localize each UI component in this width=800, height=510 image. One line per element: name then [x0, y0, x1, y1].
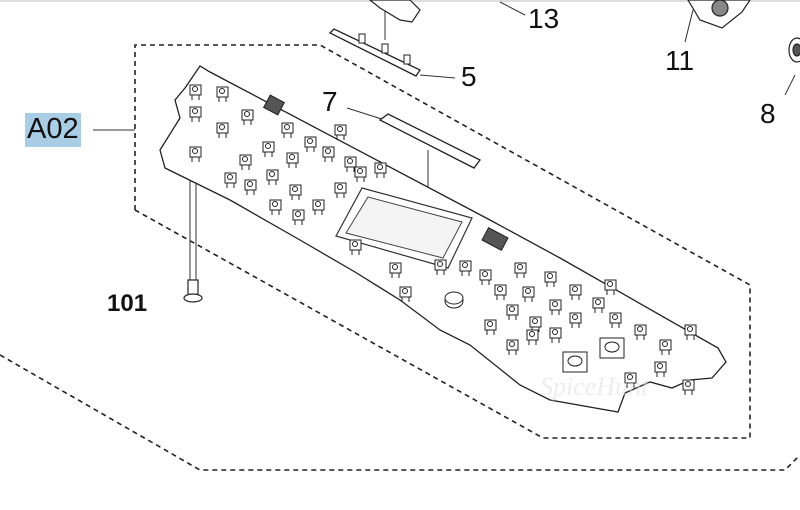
tact-switch: [354, 166, 367, 182]
tact-switch: [334, 124, 347, 140]
tact-switch: [304, 136, 317, 152]
callout-101: 101: [107, 290, 148, 317]
tact-switch: [312, 199, 325, 215]
leader-13: [499, 1, 526, 16]
tact-switch: [494, 284, 507, 300]
part-5-pins: [358, 33, 411, 65]
tact-switch: [609, 312, 622, 328]
tact-switch: [266, 169, 279, 185]
tact-switch: [624, 372, 637, 388]
tact-switch: [654, 361, 667, 377]
tact-switch: [262, 141, 275, 157]
tact-switch: [281, 122, 294, 138]
tact-switches: [189, 84, 697, 395]
tact-switch: [289, 184, 302, 200]
tact-switch: [569, 284, 582, 300]
tact-switch: [374, 162, 387, 178]
tact-switch: [592, 297, 605, 313]
part-7-lens: [378, 113, 481, 169]
tact-switch: [434, 259, 447, 275]
leader-8: [784, 74, 796, 96]
tact-switch: [239, 154, 252, 170]
tact-switch: [479, 269, 492, 285]
tact-switch: [292, 209, 305, 225]
tact-switch: [389, 262, 402, 278]
tact-switch: [526, 329, 539, 345]
assembly-callout-a02: A02: [25, 113, 81, 147]
tact-switch: [349, 239, 362, 255]
tact-switch: [241, 109, 254, 125]
callout-8: 8: [760, 98, 776, 129]
tact-switch: [514, 262, 527, 278]
tact-switch: [549, 299, 562, 315]
tact-switch: [344, 156, 357, 172]
lcd-window: [345, 196, 463, 259]
tact-switch: [189, 84, 202, 100]
tact-switch: [334, 182, 347, 198]
tact-switch: [569, 312, 582, 328]
part-8-knob: [788, 37, 800, 63]
callout-5: 5: [461, 61, 477, 92]
tact-switch: [659, 339, 672, 355]
large-switch: [562, 351, 588, 373]
tact-switch: [244, 179, 257, 195]
screw-101: [183, 279, 203, 303]
tact-switch: [189, 146, 202, 162]
tact-switch: [604, 279, 617, 295]
tact-switch: [484, 319, 497, 335]
tact-switch: [216, 122, 229, 138]
leader-7: [346, 107, 386, 121]
tact-switch: [189, 106, 202, 122]
tact-switch: [216, 86, 229, 102]
callout-13: 13: [528, 3, 560, 34]
tact-switch: [684, 324, 697, 340]
tact-switch: [224, 172, 237, 188]
tact-switch: [399, 286, 412, 302]
leader-5: [419, 74, 456, 79]
buzzer: [444, 291, 464, 309]
part-11-speaker: [687, 0, 751, 29]
tact-switch: [544, 271, 557, 287]
part-13-piece: [369, 0, 421, 23]
tact-switch: [682, 379, 695, 395]
tact-switch: [286, 152, 299, 168]
large-switch: [599, 337, 625, 359]
tact-switch: [459, 260, 472, 276]
part-5-bracket: [328, 28, 421, 77]
tact-switch: [506, 304, 519, 320]
tact-switch: [322, 146, 335, 162]
lcd-display: [335, 187, 473, 269]
assembly-boundary: [134, 44, 751, 439]
callout-11: 11: [665, 45, 695, 76]
tact-switch: [269, 199, 282, 215]
tact-switch: [634, 324, 647, 340]
watermark: SpiceHunt: [540, 372, 649, 401]
outer-boundary: [0, 354, 800, 471]
callout-7: 7: [322, 86, 338, 117]
tact-switch: [522, 286, 535, 302]
leader-11: [684, 9, 694, 43]
tact-switch: [549, 327, 562, 343]
connectors: [262, 94, 509, 252]
tact-switch: [506, 339, 519, 355]
